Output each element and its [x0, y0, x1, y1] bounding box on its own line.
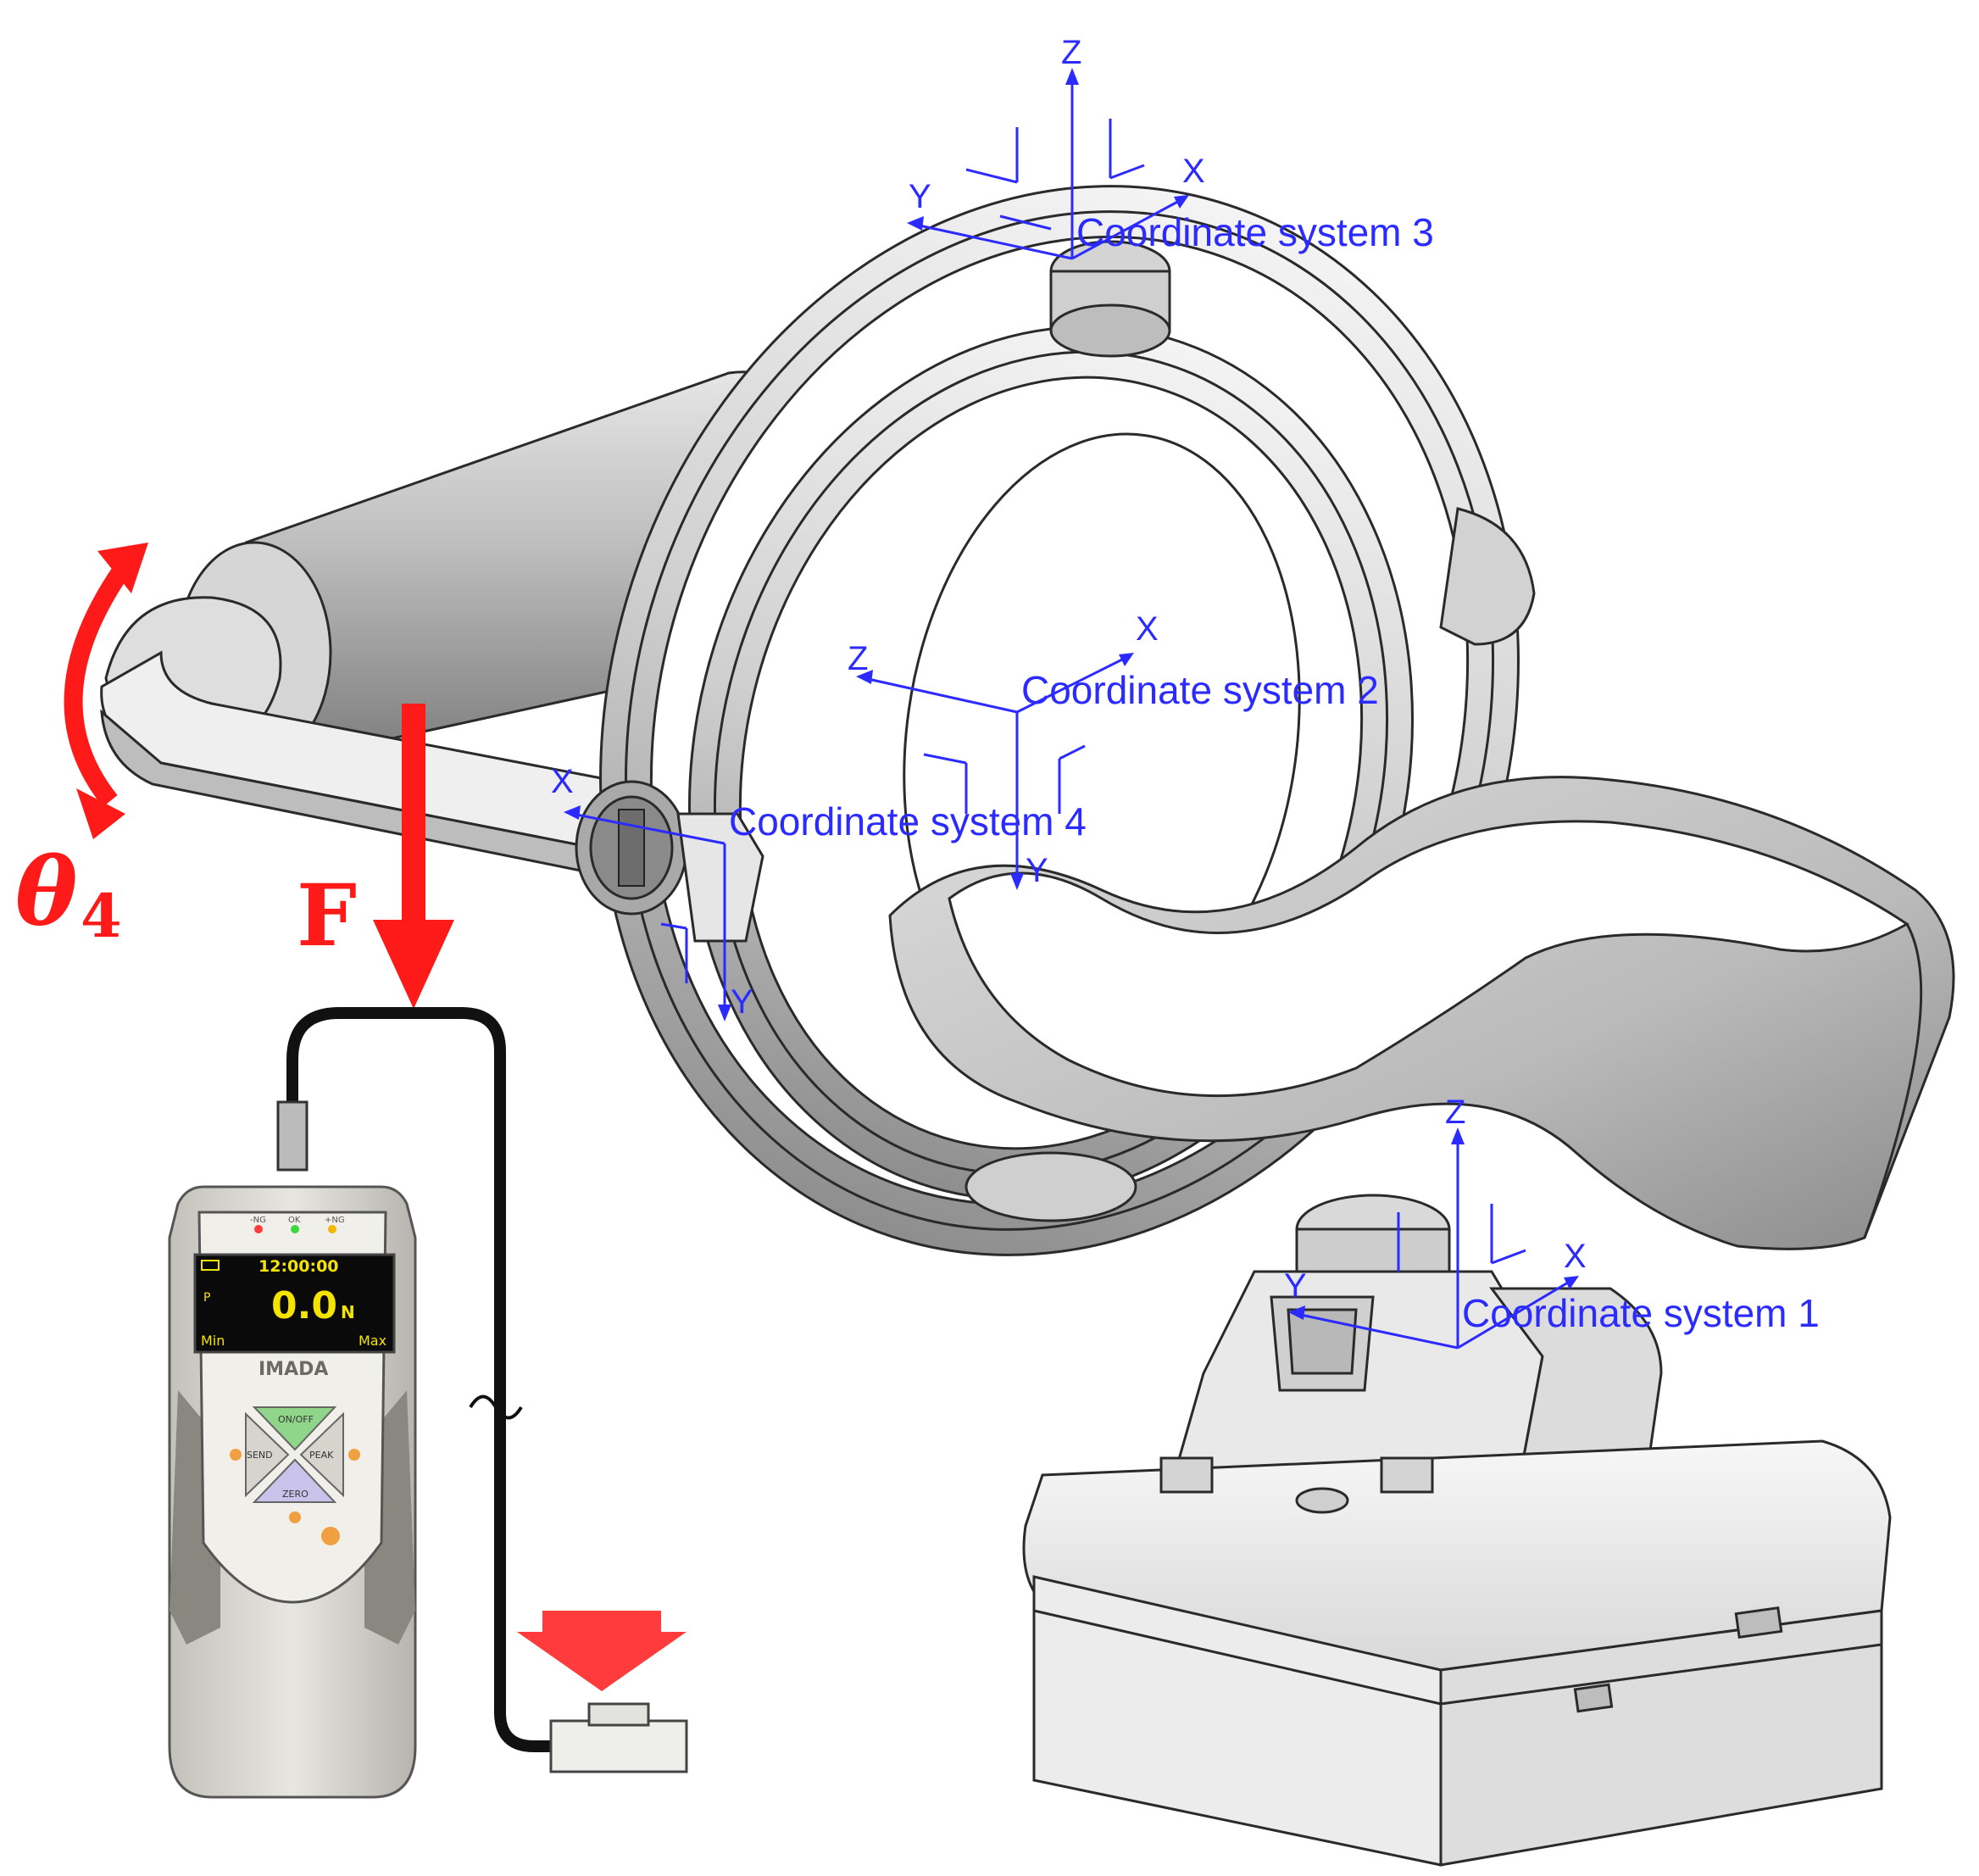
axis-x-label: X	[1136, 610, 1159, 648]
force-gauge: -NG OK +NG 12:00:00 P 0.0 N Min Max IMAD…	[168, 1007, 551, 1799]
axis-x-label: X	[551, 763, 574, 800]
pedestal	[1168, 1270, 1663, 1494]
coordinate-system-1: Z Y X Coordinate system 1	[1284, 1094, 1820, 1350]
load-cell	[517, 1611, 688, 1773]
leg-trough	[888, 776, 1955, 1250]
axis-z-label: Z	[848, 640, 868, 677]
battery-icon	[201, 1260, 220, 1271]
axis-y-label: Y	[1026, 852, 1048, 889]
gauge-time: 12:00:00	[258, 1257, 339, 1276]
device-model	[100, 185, 1955, 1867]
bottom-orange-dot	[289, 1511, 301, 1523]
gauge-connector	[276, 1100, 309, 1172]
theta-subscript: 4	[81, 881, 122, 951]
send-button[interactable]	[245, 1411, 290, 1498]
left-orange-dot	[230, 1449, 242, 1461]
top-hub	[1049, 240, 1171, 358]
coordinate-system-1-label: Coordinate system 1	[1462, 1291, 1820, 1335]
ok-led	[291, 1225, 299, 1233]
onoff-button-label: ON/OFF	[278, 1414, 314, 1425]
gauge-unit: N	[341, 1302, 355, 1322]
right-orange-dot	[348, 1449, 360, 1461]
base-box	[1022, 1439, 1892, 1867]
force-arrow	[373, 704, 454, 1009]
theta-symbol: θ	[15, 837, 77, 946]
coordinate-system-2: Z Y X Coordinate system 2	[848, 610, 1379, 890]
ng-plus-label: +NG	[325, 1216, 345, 1225]
axis-x-label: X	[1564, 1238, 1587, 1275]
ng-minus-led	[254, 1225, 263, 1233]
bottom-hub	[964, 1151, 1451, 1282]
axis-z-label: Z	[1445, 1094, 1465, 1131]
axis-x-label: X	[1182, 153, 1205, 190]
coordinate-system-3-label: Coordinate system 3	[1076, 210, 1434, 254]
coordinate-system-3: Z Y X Coordinate system 3	[907, 34, 1434, 260]
peak-button[interactable]	[299, 1411, 344, 1498]
coordinate-system-2-label: Coordinate system 2	[1021, 668, 1379, 712]
send-button-label: SEND	[247, 1450, 273, 1461]
gauge-screen	[193, 1253, 396, 1354]
axis-y-label: Y	[909, 178, 931, 215]
zero-button-label: ZERO	[282, 1489, 309, 1500]
force-label: F	[297, 866, 357, 966]
aux-button[interactable]	[321, 1527, 340, 1545]
axis-z-label: Z	[1061, 34, 1081, 71]
rotation-arrow	[64, 543, 148, 839]
coordinate-system-4-label: Coordinate system 4	[729, 799, 1087, 843]
push-arrow-icon	[517, 1611, 687, 1691]
ng-minus-label: -NG	[250, 1216, 266, 1225]
load-cell-body	[549, 1719, 688, 1773]
ok-label: OK	[288, 1216, 301, 1225]
gauge-max-label: Max	[359, 1333, 386, 1349]
gauge-reading: 0.0	[271, 1284, 337, 1328]
coordinate-system-4: X Y Coordinate system 4	[551, 763, 1087, 1022]
zero-button[interactable]	[252, 1458, 337, 1503]
axis-y-label: Y	[731, 983, 753, 1021]
right-hub	[1439, 507, 1536, 646]
gauge-min-label: Min	[201, 1333, 225, 1349]
peak-button-label: PEAK	[309, 1450, 334, 1461]
gauge-mode: P	[203, 1291, 210, 1305]
load-cell-button	[587, 1702, 650, 1727]
axis-y-label: Y	[1284, 1267, 1307, 1305]
gauge-cable	[286, 1007, 551, 1752]
cable-break-mark	[469, 1394, 523, 1420]
gauge-brand: IMADA	[258, 1359, 328, 1380]
ng-plus-led	[328, 1225, 336, 1233]
onoff-button[interactable]	[252, 1406, 337, 1451]
